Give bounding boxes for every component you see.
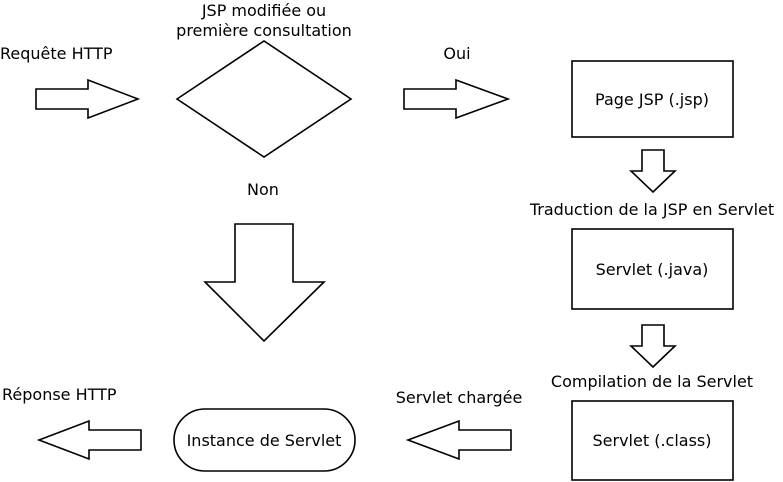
decision-diamond bbox=[175, 40, 353, 158]
servlet-java-box bbox=[571, 228, 734, 310]
compilation-label: Compilation de la Servlet bbox=[551, 372, 753, 391]
request-arrow bbox=[35, 78, 141, 120]
jsp-page-box bbox=[571, 60, 734, 138]
no-label: Non bbox=[247, 180, 279, 199]
translation-arrow bbox=[629, 149, 677, 194]
request-label: Requête HTTP bbox=[0, 44, 113, 63]
servlet-instance-box bbox=[173, 408, 356, 472]
response-label: Réponse HTTP bbox=[2, 385, 117, 404]
servlet-class-box bbox=[571, 400, 734, 481]
yes-label: Oui bbox=[443, 44, 470, 63]
no-arrow bbox=[203, 223, 326, 343]
decision-label-line1: JSP modifiée ou bbox=[201, 1, 326, 20]
loaded-arrow bbox=[405, 419, 512, 461]
translation-label: Traduction de la JSP en Servlet bbox=[529, 200, 774, 219]
yes-arrow bbox=[403, 78, 511, 120]
servlet-instance-label: Instance de Servlet bbox=[187, 431, 342, 450]
servlet-class-label: Servlet (.class) bbox=[593, 431, 712, 450]
jsp-page-label: Page JSP (.jsp) bbox=[595, 90, 709, 109]
decision-label-line2: première consultation bbox=[176, 21, 352, 40]
response-arrow bbox=[36, 419, 142, 461]
compilation-arrow bbox=[629, 324, 677, 369]
loaded-label: Servlet chargée bbox=[396, 388, 523, 407]
servlet-java-label: Servlet (.java) bbox=[596, 260, 709, 279]
